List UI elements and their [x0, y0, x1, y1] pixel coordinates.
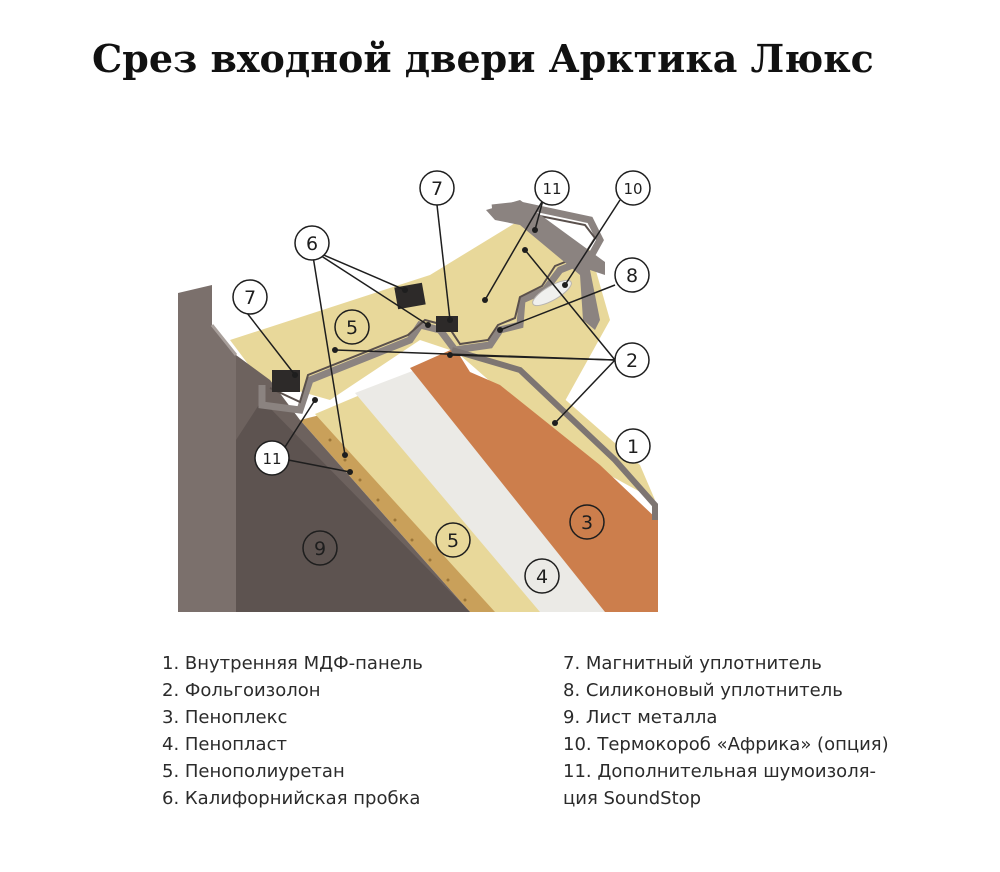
- callout-2: 2: [614, 342, 650, 378]
- frame-right-post: [486, 200, 605, 330]
- door-layers: [178, 200, 658, 612]
- callout-3: 3: [569, 504, 605, 540]
- legend-right: 7. Магнитный уплотнитель 8. Силиконовый …: [563, 650, 889, 812]
- svg-text:4: 4: [536, 566, 548, 588]
- svg-text:7: 7: [244, 287, 256, 309]
- callout-4: 4: [524, 558, 560, 594]
- svg-text:10: 10: [623, 180, 642, 198]
- legend-item: 10. Термокороб «Африка» (опция): [563, 734, 889, 755]
- callout-8: 8: [614, 257, 650, 293]
- svg-text:1: 1: [627, 436, 639, 458]
- frame-profile-inner: [269, 210, 597, 404]
- legend-item: 6. Калифорнийская пробка: [162, 788, 421, 809]
- callout-5-top: 5: [334, 309, 370, 345]
- callout-1: 1: [615, 428, 651, 464]
- svg-text:3: 3: [581, 512, 593, 534]
- svg-text:2: 2: [626, 350, 638, 372]
- legend-item: 9. Лист металла: [563, 707, 718, 728]
- foam-plastic-layer: [355, 370, 610, 612]
- svg-text:11: 11: [262, 450, 281, 468]
- page-title: Срез входной двери Арктика Люкс: [92, 36, 874, 81]
- leader-dots: [292, 227, 568, 475]
- svg-text:5: 5: [447, 530, 459, 552]
- legend-item: 1. Внутренняя МДФ-панель: [162, 653, 423, 674]
- legend-item: 5. Пенополиуретан: [162, 761, 345, 782]
- svg-text:8: 8: [626, 265, 638, 287]
- pu-foam-layer-right: [460, 355, 655, 500]
- cork-texture: [328, 438, 467, 602]
- callout-7-top: 7: [419, 170, 455, 206]
- callout-10: 10: [615, 170, 651, 206]
- silicone-seal: [532, 279, 572, 307]
- leader-lines: [246, 199, 621, 473]
- frame-lower-channel: [451, 347, 658, 520]
- legend-item: 2. Фольгоизолон: [162, 680, 321, 701]
- mdf-panel-layer: [410, 348, 658, 612]
- svg-text:5: 5: [346, 317, 358, 339]
- callout-6: 6: [294, 225, 330, 261]
- svg-text:7: 7: [431, 178, 443, 200]
- steel-sheet-front: [178, 285, 236, 612]
- callout-11-left: 11: [254, 440, 290, 476]
- svg-text:9: 9: [314, 538, 326, 560]
- legend-item: 11. Дополнительная шумоизоля-: [563, 761, 877, 782]
- svg-text:6: 6: [306, 233, 318, 255]
- legend-left: 1. Внутренняя МДФ-панель 2. Фольгоизолон…: [162, 650, 423, 812]
- steel-edge-highlight: [210, 324, 238, 356]
- svg-text:11: 11: [542, 180, 561, 198]
- callout-11-top: 11: [534, 170, 570, 206]
- legend-item: 4. Пенопласт: [162, 734, 287, 755]
- callout-5-bottom: 5: [435, 522, 471, 558]
- legend-item: 3. Пеноплекс: [162, 707, 288, 728]
- callout-7-left: 7: [232, 279, 268, 315]
- legend-item: ция SoundStop: [563, 788, 702, 809]
- steel-sheet-side-shade: [236, 400, 470, 612]
- magnetic-seal-mid: [436, 316, 458, 332]
- legend-item: 7. Магнитный уплотнитель: [563, 653, 822, 674]
- cork-strip: [300, 415, 500, 612]
- callout-9: 9: [302, 530, 338, 566]
- legend-item: 8. Силиконовый уплотнитель: [563, 680, 843, 701]
- pu-foam-layer-lower: [315, 395, 545, 612]
